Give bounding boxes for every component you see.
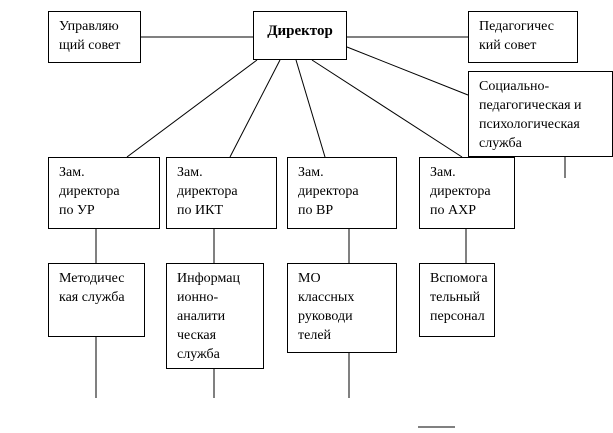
auxiliary-staff-box: Вспомога тельный персонал	[419, 263, 495, 337]
info-analytical-service-box: Информац ионно- аналити ческая служба	[166, 263, 264, 369]
council-box: Управляю щий совет	[48, 11, 141, 63]
social-psych-service-box: Социально- педагогическая и психологичес…	[468, 71, 613, 157]
mo-class-teachers-box: МО классных руководи телей	[287, 263, 397, 353]
connector-director-social	[346, 46, 469, 96]
connector-director-deputy-vr	[295, 59, 326, 158]
deputy-vr-box: Зам. директора по ВР	[287, 157, 397, 229]
pedagogical-council-box: Педагогичес кий совет	[468, 11, 578, 63]
connector-director-deputy-ikt	[229, 59, 281, 158]
connector-director-deputy-ur	[126, 59, 258, 158]
deputy-ikt-box: Зам. директора по ИКТ	[166, 157, 277, 229]
connector-director-deputy-ahr	[311, 59, 463, 158]
methodical-service-box: Методичес кая служба	[48, 263, 145, 337]
deputy-ahr-box: Зам. директора по АХР	[419, 157, 515, 229]
director-box: Директор	[253, 11, 347, 60]
deputy-ur-box: Зам. директора по УР	[48, 157, 160, 229]
